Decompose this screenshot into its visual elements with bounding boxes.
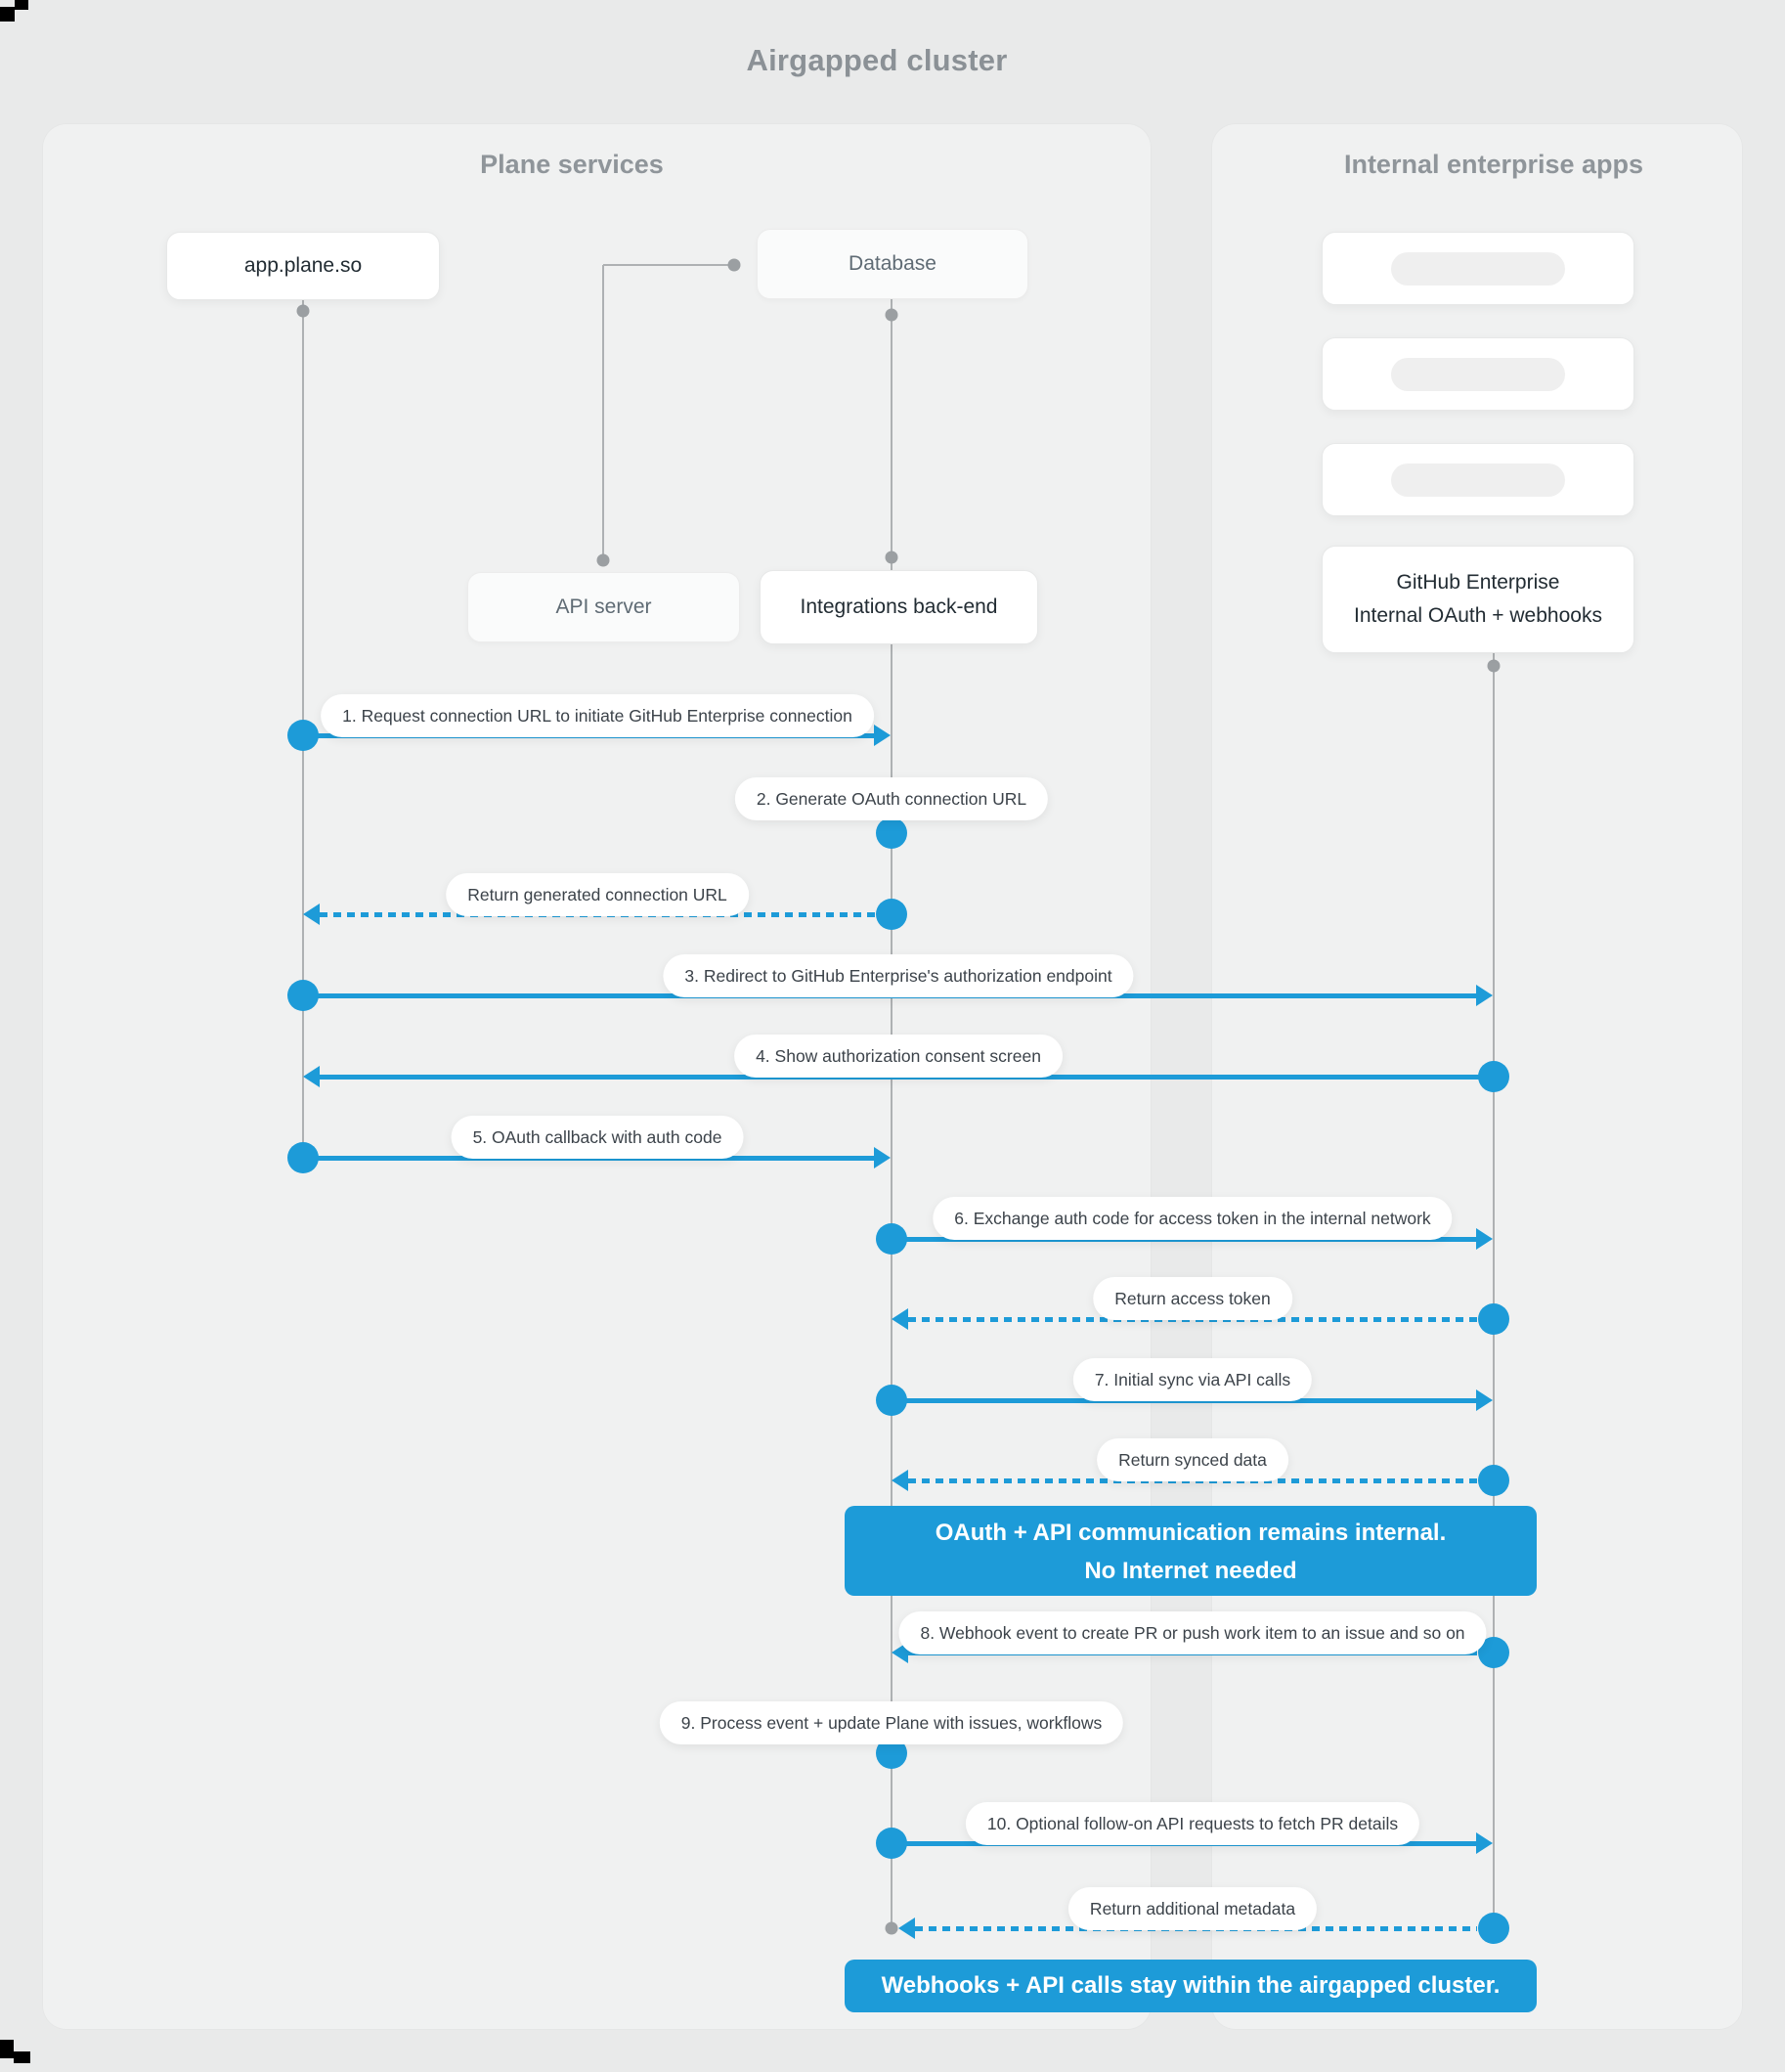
lifeline-endpoint-dot [1487, 659, 1501, 673]
message-label: 9. Process event + update Plane with iss… [659, 1701, 1124, 1744]
message-label: 6. Exchange auth code for access token i… [933, 1197, 1453, 1240]
app-placeholder-pill [1391, 463, 1565, 497]
artifact-mark [14, 2051, 30, 2063]
message-label: 5. OAuth callback with auth code [451, 1116, 744, 1159]
arrowhead-left-icon [303, 904, 320, 925]
message-label: 10. Optional follow-on API requests to f… [965, 1802, 1420, 1845]
connector-endpoint-dot [727, 258, 741, 272]
lifeline-endpoint-dot [885, 551, 898, 564]
lifeline-endpoint-dot [296, 304, 310, 318]
message-label: 8. Webhook event to create PR or push wo… [898, 1611, 1487, 1654]
message-origin-dot [876, 1828, 907, 1859]
app-placeholder-card [1322, 337, 1634, 411]
arrowhead-right-icon [874, 725, 891, 746]
artifact-mark [0, 2040, 14, 2058]
message-origin-dot [1478, 1303, 1509, 1335]
message-label: Return additional metadata [1067, 1887, 1318, 1930]
node-integrations-backend-label: Integrations back-end [800, 595, 998, 618]
node-github-enterprise: GitHub Enterprise Internal OAuth + webho… [1322, 546, 1634, 653]
message-origin-dot [1478, 1061, 1509, 1092]
node-integrations-backend: Integrations back-end [760, 570, 1038, 644]
node-api-server: API server [467, 572, 740, 642]
artifact-mark [15, 0, 28, 10]
app-placeholder-card [1322, 232, 1634, 305]
github-lifeline [1493, 651, 1495, 1928]
message-label: 4. Show authorization consent screen [734, 1035, 1063, 1078]
artifact-mark [0, 7, 15, 22]
node-database: Database [757, 229, 1028, 299]
internal-enterprise-apps-title: Internal enterprise apps [1343, 150, 1644, 179]
message-label: Return access token [1093, 1277, 1292, 1320]
integrations-lifeline [891, 642, 892, 1928]
node-github-enterprise-line2: Internal OAuth + webhooks [1354, 604, 1602, 627]
message-origin-dot [876, 1223, 907, 1255]
connector-endpoint-dot [596, 553, 610, 567]
node-github-enterprise-line1: GitHub Enterprise [1396, 571, 1560, 595]
message-label: 2. Generate OAuth connection URL [734, 777, 1049, 820]
message-label: 1. Request connection URL to initiate Gi… [321, 694, 874, 737]
arrowhead-right-icon [1476, 1228, 1493, 1250]
api-server-connector-vertical [602, 265, 604, 566]
message-label: 3. Redirect to GitHub Enterprise's autho… [663, 954, 1134, 997]
node-database-label: Database [849, 252, 936, 275]
message-origin-dot [1478, 1465, 1509, 1496]
message-origin-dot [1478, 1913, 1509, 1944]
arrowhead-right-icon [1476, 985, 1493, 1006]
arrowhead-right-icon [1476, 1389, 1493, 1411]
message-origin-dot [876, 1385, 907, 1416]
airgapped-cluster-banner: Webhooks + API calls stay within the air… [845, 1960, 1537, 2012]
arrowhead-left-icon [892, 1308, 908, 1330]
plane-services-title: Plane services [480, 150, 664, 179]
page-title: Airgapped cluster [746, 43, 1008, 77]
message-origin-dot [287, 720, 319, 751]
arrowhead-right-icon [1476, 1832, 1493, 1854]
lifeline-endpoint-dot [885, 1921, 898, 1935]
message-label: 7. Initial sync via API calls [1072, 1358, 1313, 1401]
node-app-plane-so: app.plane.so [166, 232, 440, 300]
arrowhead-left-icon [303, 1066, 320, 1087]
arrowhead-right-icon [874, 1147, 891, 1168]
app-placeholder-card [1322, 443, 1634, 516]
lifeline-endpoint-dot [885, 308, 898, 322]
node-api-server-label: API server [555, 595, 652, 618]
app-placeholder-pill [1391, 357, 1565, 391]
message-label: Return generated connection URL [446, 873, 749, 916]
message-origin-dot [287, 980, 319, 1011]
message-origin-dot [876, 817, 907, 849]
banner-line1: OAuth + API communication remains intern… [935, 1520, 1447, 1546]
internal-communication-banner: OAuth + API communication remains intern… [845, 1506, 1537, 1596]
api-server-connector-horizontal [603, 264, 733, 266]
arrowhead-left-icon [892, 1470, 908, 1491]
database-lifeline [891, 297, 892, 570]
message-origin-dot [287, 1142, 319, 1173]
message-label: Return synced data [1097, 1438, 1288, 1481]
node-app-plane-so-label: app.plane.so [243, 254, 363, 277]
arrowhead-left-icon [898, 1918, 915, 1939]
app-placeholder-pill [1391, 251, 1565, 286]
banner-line1: Webhooks + API calls stay within the air… [881, 1972, 1501, 1999]
banner-line2: No Internet needed [1084, 1558, 1297, 1584]
message-origin-dot [876, 899, 907, 930]
